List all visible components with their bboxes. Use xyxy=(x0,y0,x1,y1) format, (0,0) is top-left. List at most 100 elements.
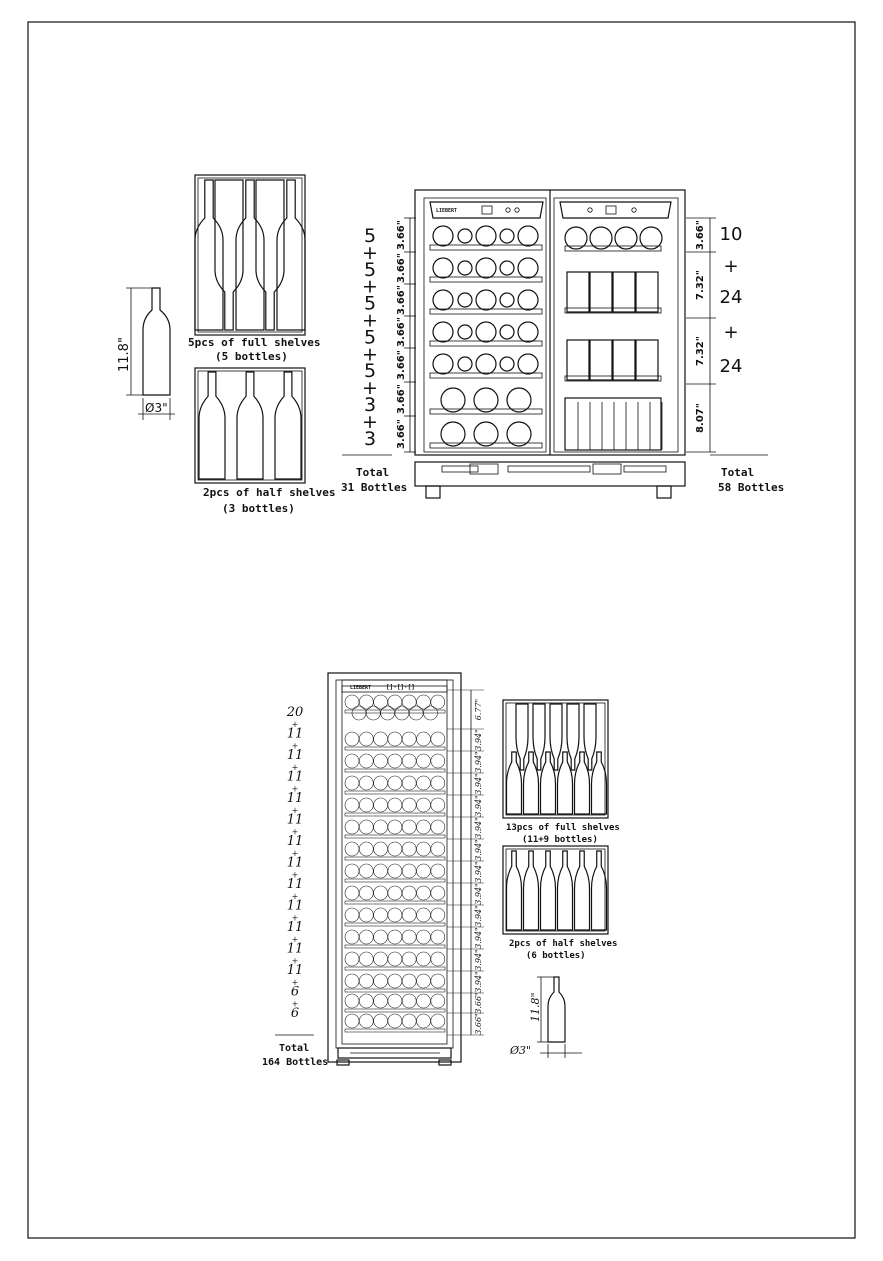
bottle-end xyxy=(358,863,374,879)
bottom-half-shelf-illustration: 2pcs of half shelves (6 bottles) xyxy=(502,845,617,961)
single-zone-shelf xyxy=(344,1013,446,1033)
dimension-label: 3.66" xyxy=(695,220,706,250)
single-zone-shelf xyxy=(344,885,446,905)
bottle-end xyxy=(387,797,403,813)
bottle-end xyxy=(499,260,515,276)
bottle-end xyxy=(432,225,454,247)
bottle-end xyxy=(430,775,446,791)
bottle-end xyxy=(416,775,431,791)
bottle-end xyxy=(387,819,403,835)
bottle-end xyxy=(475,321,497,343)
bottle-end xyxy=(639,226,663,250)
dimension-label: 3.94" xyxy=(474,817,483,839)
bottle-end xyxy=(373,907,388,923)
bottle-end xyxy=(358,753,374,769)
bottle-end xyxy=(358,951,374,967)
single-zone-shelf xyxy=(344,841,446,861)
bottle-count: 11 xyxy=(287,791,304,806)
bottle-end xyxy=(440,387,466,413)
bottle-end xyxy=(430,731,446,747)
plus-sign: + xyxy=(362,242,378,264)
bottle-end xyxy=(506,387,532,413)
bottle-end xyxy=(401,1013,417,1029)
bottle-end xyxy=(358,993,374,1009)
plus-sign: + xyxy=(292,978,299,987)
dual-zone-cabinet: LIEBERT xyxy=(414,189,686,499)
bottle-end xyxy=(344,819,360,835)
bottle-stack xyxy=(566,339,590,381)
bottle-end xyxy=(401,775,417,791)
bottom-count-column: 20+11+11+11+11+11+11+11+11+11+11+11+11+6… xyxy=(286,705,304,1021)
bottle-end xyxy=(430,885,446,901)
plus-sign: + xyxy=(723,322,738,343)
dimension-label: 3.66" xyxy=(474,992,483,1014)
bottle-end xyxy=(416,929,431,945)
dimension-label: 3.66" xyxy=(396,317,407,347)
bottle-end xyxy=(401,753,417,769)
dimension-label: 3.94" xyxy=(474,839,483,861)
bottle-end xyxy=(401,929,417,945)
bottle-stack xyxy=(612,339,636,381)
bottle-end xyxy=(401,907,417,923)
bottle-count: 11 xyxy=(287,813,304,828)
single-zone-shelf xyxy=(344,907,446,927)
bottle-end xyxy=(416,731,431,747)
bottle-stack xyxy=(635,271,659,313)
shelf-bottle xyxy=(198,371,226,480)
top-full-shelf-caption: 5pcs of full shelves xyxy=(188,336,320,349)
bottle-end xyxy=(416,753,431,769)
bottle-end xyxy=(387,694,403,710)
plus-sign: + xyxy=(292,956,299,965)
bottle-count: 5 xyxy=(364,293,376,315)
bottle-end xyxy=(430,841,446,857)
bottle-end xyxy=(358,731,374,747)
bottle-end xyxy=(344,993,360,1009)
bottle-count: 5 xyxy=(364,326,376,348)
plus-sign: + xyxy=(362,276,378,298)
bottle-count: 5 xyxy=(364,259,376,281)
bottle-end xyxy=(358,907,374,923)
shelf-bottle xyxy=(515,703,529,771)
left-zone-shelf xyxy=(429,353,543,379)
bottle-stack xyxy=(612,271,636,313)
bottle-end xyxy=(473,421,499,447)
bottle-end xyxy=(401,863,417,879)
bottle-end xyxy=(394,705,410,721)
bottle-end xyxy=(432,257,454,279)
bottle-count: 10 xyxy=(720,224,743,245)
bottle-stack xyxy=(589,339,613,381)
single-zone-shelf xyxy=(344,775,446,795)
bottle-end xyxy=(517,353,539,375)
bottle-end xyxy=(344,841,360,857)
bottle-end xyxy=(358,929,374,945)
bottle-end xyxy=(564,226,588,250)
bottle-end xyxy=(517,321,539,343)
plus-sign: + xyxy=(362,343,378,365)
bottle-end xyxy=(416,993,431,1009)
bottle-end xyxy=(387,907,403,923)
bottle-end xyxy=(401,819,417,835)
shelf-bottle xyxy=(556,751,574,815)
bottle-stack xyxy=(635,339,659,381)
bottom-dimension-chain: 6.77"3.94"3.94"3.94"3.94"3.94"3.94"3.94"… xyxy=(447,689,484,1036)
dimension-label: 3.66" xyxy=(396,220,407,250)
bottle-end xyxy=(589,226,613,250)
dimension-label: 3.94" xyxy=(474,971,483,993)
bottle-end xyxy=(373,731,388,747)
top-bottle-diameter: Ø3" xyxy=(145,401,168,415)
bottle-count: 5 xyxy=(364,360,376,382)
shelf-bottle xyxy=(549,703,563,771)
bottle-end xyxy=(387,731,403,747)
top-bottle-height: 11.8" xyxy=(117,337,132,372)
bottle-end xyxy=(517,289,539,311)
dimension-label: 3.94" xyxy=(474,949,483,971)
plus-sign: + xyxy=(292,849,299,858)
top-half-shelf-caption: 2pcs of half shelves xyxy=(203,486,335,499)
dimension-label: 7.32" xyxy=(695,336,706,366)
bottle-end xyxy=(344,951,360,967)
bottle-end xyxy=(344,775,360,791)
bottom-bottle-height: 11.8" xyxy=(529,992,542,1022)
right-zone-shelf xyxy=(564,339,662,382)
bottle-end xyxy=(358,1013,374,1029)
bottle-end xyxy=(344,694,360,710)
